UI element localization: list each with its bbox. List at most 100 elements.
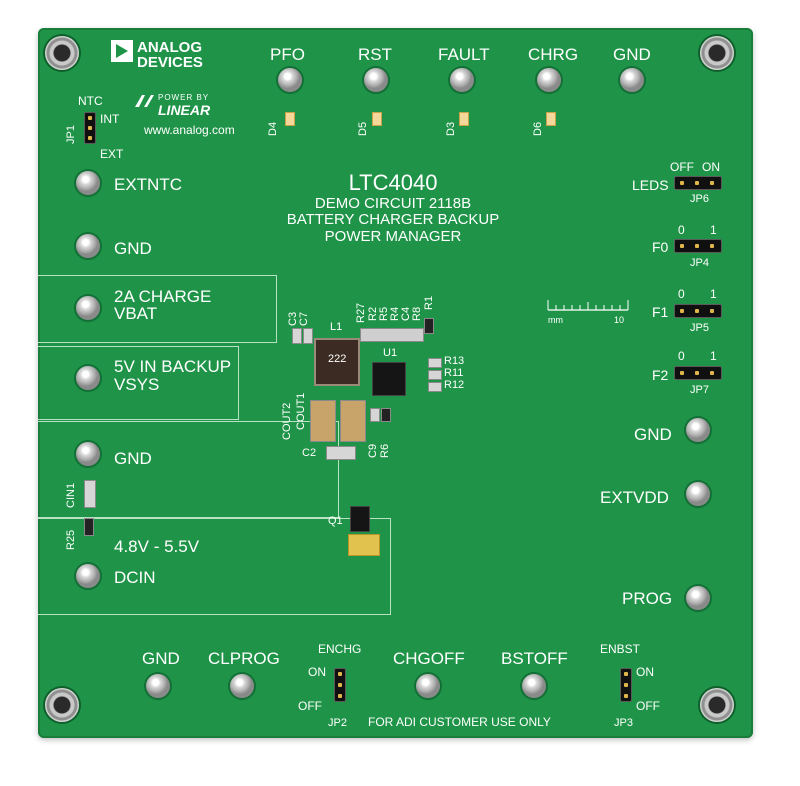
ref-d4: D4 <box>267 121 279 136</box>
jp7-ref: JP7 <box>690 384 709 396</box>
mounting-hole-bottom-right <box>700 688 734 722</box>
logo-analog-text: ANALOG <box>137 39 202 56</box>
resistor-r13 <box>428 358 442 368</box>
logo-power-by: POWER BY <box>158 93 210 102</box>
label-pfo: PFO <box>270 45 305 64</box>
ref-cout2: COUT2 <box>281 402 293 440</box>
jp4-on: 1 <box>710 223 717 237</box>
testpoint-chrg[interactable] <box>537 68 561 92</box>
testpoint-fault[interactable] <box>450 68 474 92</box>
jp5-on: 1 <box>710 287 717 301</box>
label-clprog: CLPROG <box>208 649 280 668</box>
ref-q1: Q1 <box>328 515 343 527</box>
jp7-off: 0 <box>678 349 685 363</box>
label-extvdd: EXTVDD <box>600 488 669 507</box>
label-fault: FAULT <box>438 45 490 64</box>
testpoint-vbat[interactable] <box>76 296 100 320</box>
label-vsys-line2: VSYS <box>114 375 160 394</box>
capacitor-cin1 <box>84 480 96 508</box>
jumper-jp7[interactable] <box>674 366 722 380</box>
testpoint-gnd-top[interactable] <box>620 68 644 92</box>
capacitor-c3 <box>292 328 302 344</box>
jp6-ref: JP6 <box>690 193 709 205</box>
testpoint-clprog[interactable] <box>230 674 254 698</box>
inductor-l1: 222 <box>314 338 360 386</box>
mounting-hole-bottom-left <box>45 688 79 722</box>
label-prog: PROG <box>622 589 673 608</box>
label-enbst-on: ON <box>636 665 654 679</box>
ref-c7: C7 <box>298 311 310 326</box>
pad-q1 <box>348 534 380 556</box>
testpoint-bstoff[interactable] <box>522 674 546 698</box>
label-chrg: CHRG <box>528 45 579 64</box>
jumper-jp2[interactable] <box>334 668 346 702</box>
ref-jp1: JP1 <box>65 125 77 144</box>
label-dcin-range: 4.8V - 5.5V <box>114 537 200 556</box>
testpoint-gnd-right[interactable] <box>686 418 710 442</box>
ref-d6: D6 <box>532 121 544 136</box>
led-d6 <box>546 112 556 126</box>
label-enbst-off: OFF <box>636 699 660 713</box>
ruler-mm: mm <box>548 315 563 325</box>
capacitor-cout1 <box>340 400 366 442</box>
ic-ltc4040 <box>372 362 406 396</box>
testpoint-chgoff[interactable] <box>416 674 440 698</box>
testpoint-gnd-bottom[interactable] <box>146 674 170 698</box>
linear-logo-icon <box>135 95 154 107</box>
pcb-board: ANALOG DEVICES POWER BY LINEAR www.analo… <box>38 28 753 738</box>
testpoint-rst[interactable] <box>364 68 388 92</box>
resistor-array-top <box>360 328 424 342</box>
part-number: LTC4040 <box>348 170 438 195</box>
label-gnd-right: GND <box>634 425 672 444</box>
ref-r6: R6 <box>379 443 391 458</box>
jumper-jp4[interactable] <box>674 239 722 253</box>
jp4-off: 0 <box>678 223 685 237</box>
mosfet-q1 <box>350 506 370 532</box>
label-gnd-bottom: GND <box>142 649 180 668</box>
label-enchg-on: ON <box>308 665 326 679</box>
label-ntc: NTC <box>78 94 103 108</box>
capacitor-cout2 <box>310 400 336 442</box>
jumper-jp3[interactable] <box>620 668 632 702</box>
title-line-4: POWER MANAGER <box>324 228 462 246</box>
jumper-jp5[interactable] <box>674 304 722 318</box>
testpoint-extvdd[interactable] <box>686 482 710 506</box>
label-enbst: ENBST <box>600 642 641 656</box>
resistor-r6 <box>381 408 391 422</box>
testpoint-prog[interactable] <box>686 586 710 610</box>
testpoint-gnd-left-1[interactable] <box>76 234 100 258</box>
testpoint-dcin[interactable] <box>76 564 100 588</box>
logo-devices-text: DEVICES <box>137 54 203 71</box>
jp4-ref: JP4 <box>690 257 709 269</box>
capacitor-c9 <box>370 408 380 422</box>
testpoint-gnd-left-2[interactable] <box>76 442 100 466</box>
label-vsys-line1: 5V IN BACKUP <box>114 357 232 376</box>
zone-gnd <box>38 421 339 518</box>
title-line-3: BATTERY CHARGER BACKUP <box>286 211 500 229</box>
jp6-off: OFF <box>670 160 694 174</box>
capacitor-c2 <box>326 446 356 460</box>
ref-jp2: JP2 <box>328 717 347 729</box>
jumper-jp6[interactable] <box>674 176 722 190</box>
logo-linear: LINEAR <box>158 102 211 118</box>
testpoint-extntc[interactable] <box>76 171 100 195</box>
customer-use-note: FOR ADI CUSTOMER USE ONLY <box>368 715 551 729</box>
resistor-r1 <box>424 318 434 334</box>
testpoint-vsys[interactable] <box>76 366 100 390</box>
label-extntc: EXTNTC <box>114 175 182 194</box>
label-chgoff: CHGOFF <box>393 649 465 668</box>
ref-r12: R12 <box>444 379 465 391</box>
analog-devices-logo: ANALOG DEVICES <box>103 38 263 86</box>
testpoint-pfo[interactable] <box>278 68 302 92</box>
label-gnd-top: GND <box>613 45 651 64</box>
label-bstoff: BSTOFF <box>501 649 568 668</box>
ref-d5: D5 <box>357 121 369 136</box>
jumper-jp1[interactable] <box>84 112 96 144</box>
mounting-hole-top-right <box>700 36 734 70</box>
label-int: INT <box>100 112 120 126</box>
logo-website: www.analog.com <box>144 123 235 137</box>
zone-dcin <box>38 518 391 615</box>
zone-vbat <box>38 275 277 343</box>
ruler-scale <box>547 300 629 311</box>
jp6-label: LEDS <box>632 177 669 193</box>
